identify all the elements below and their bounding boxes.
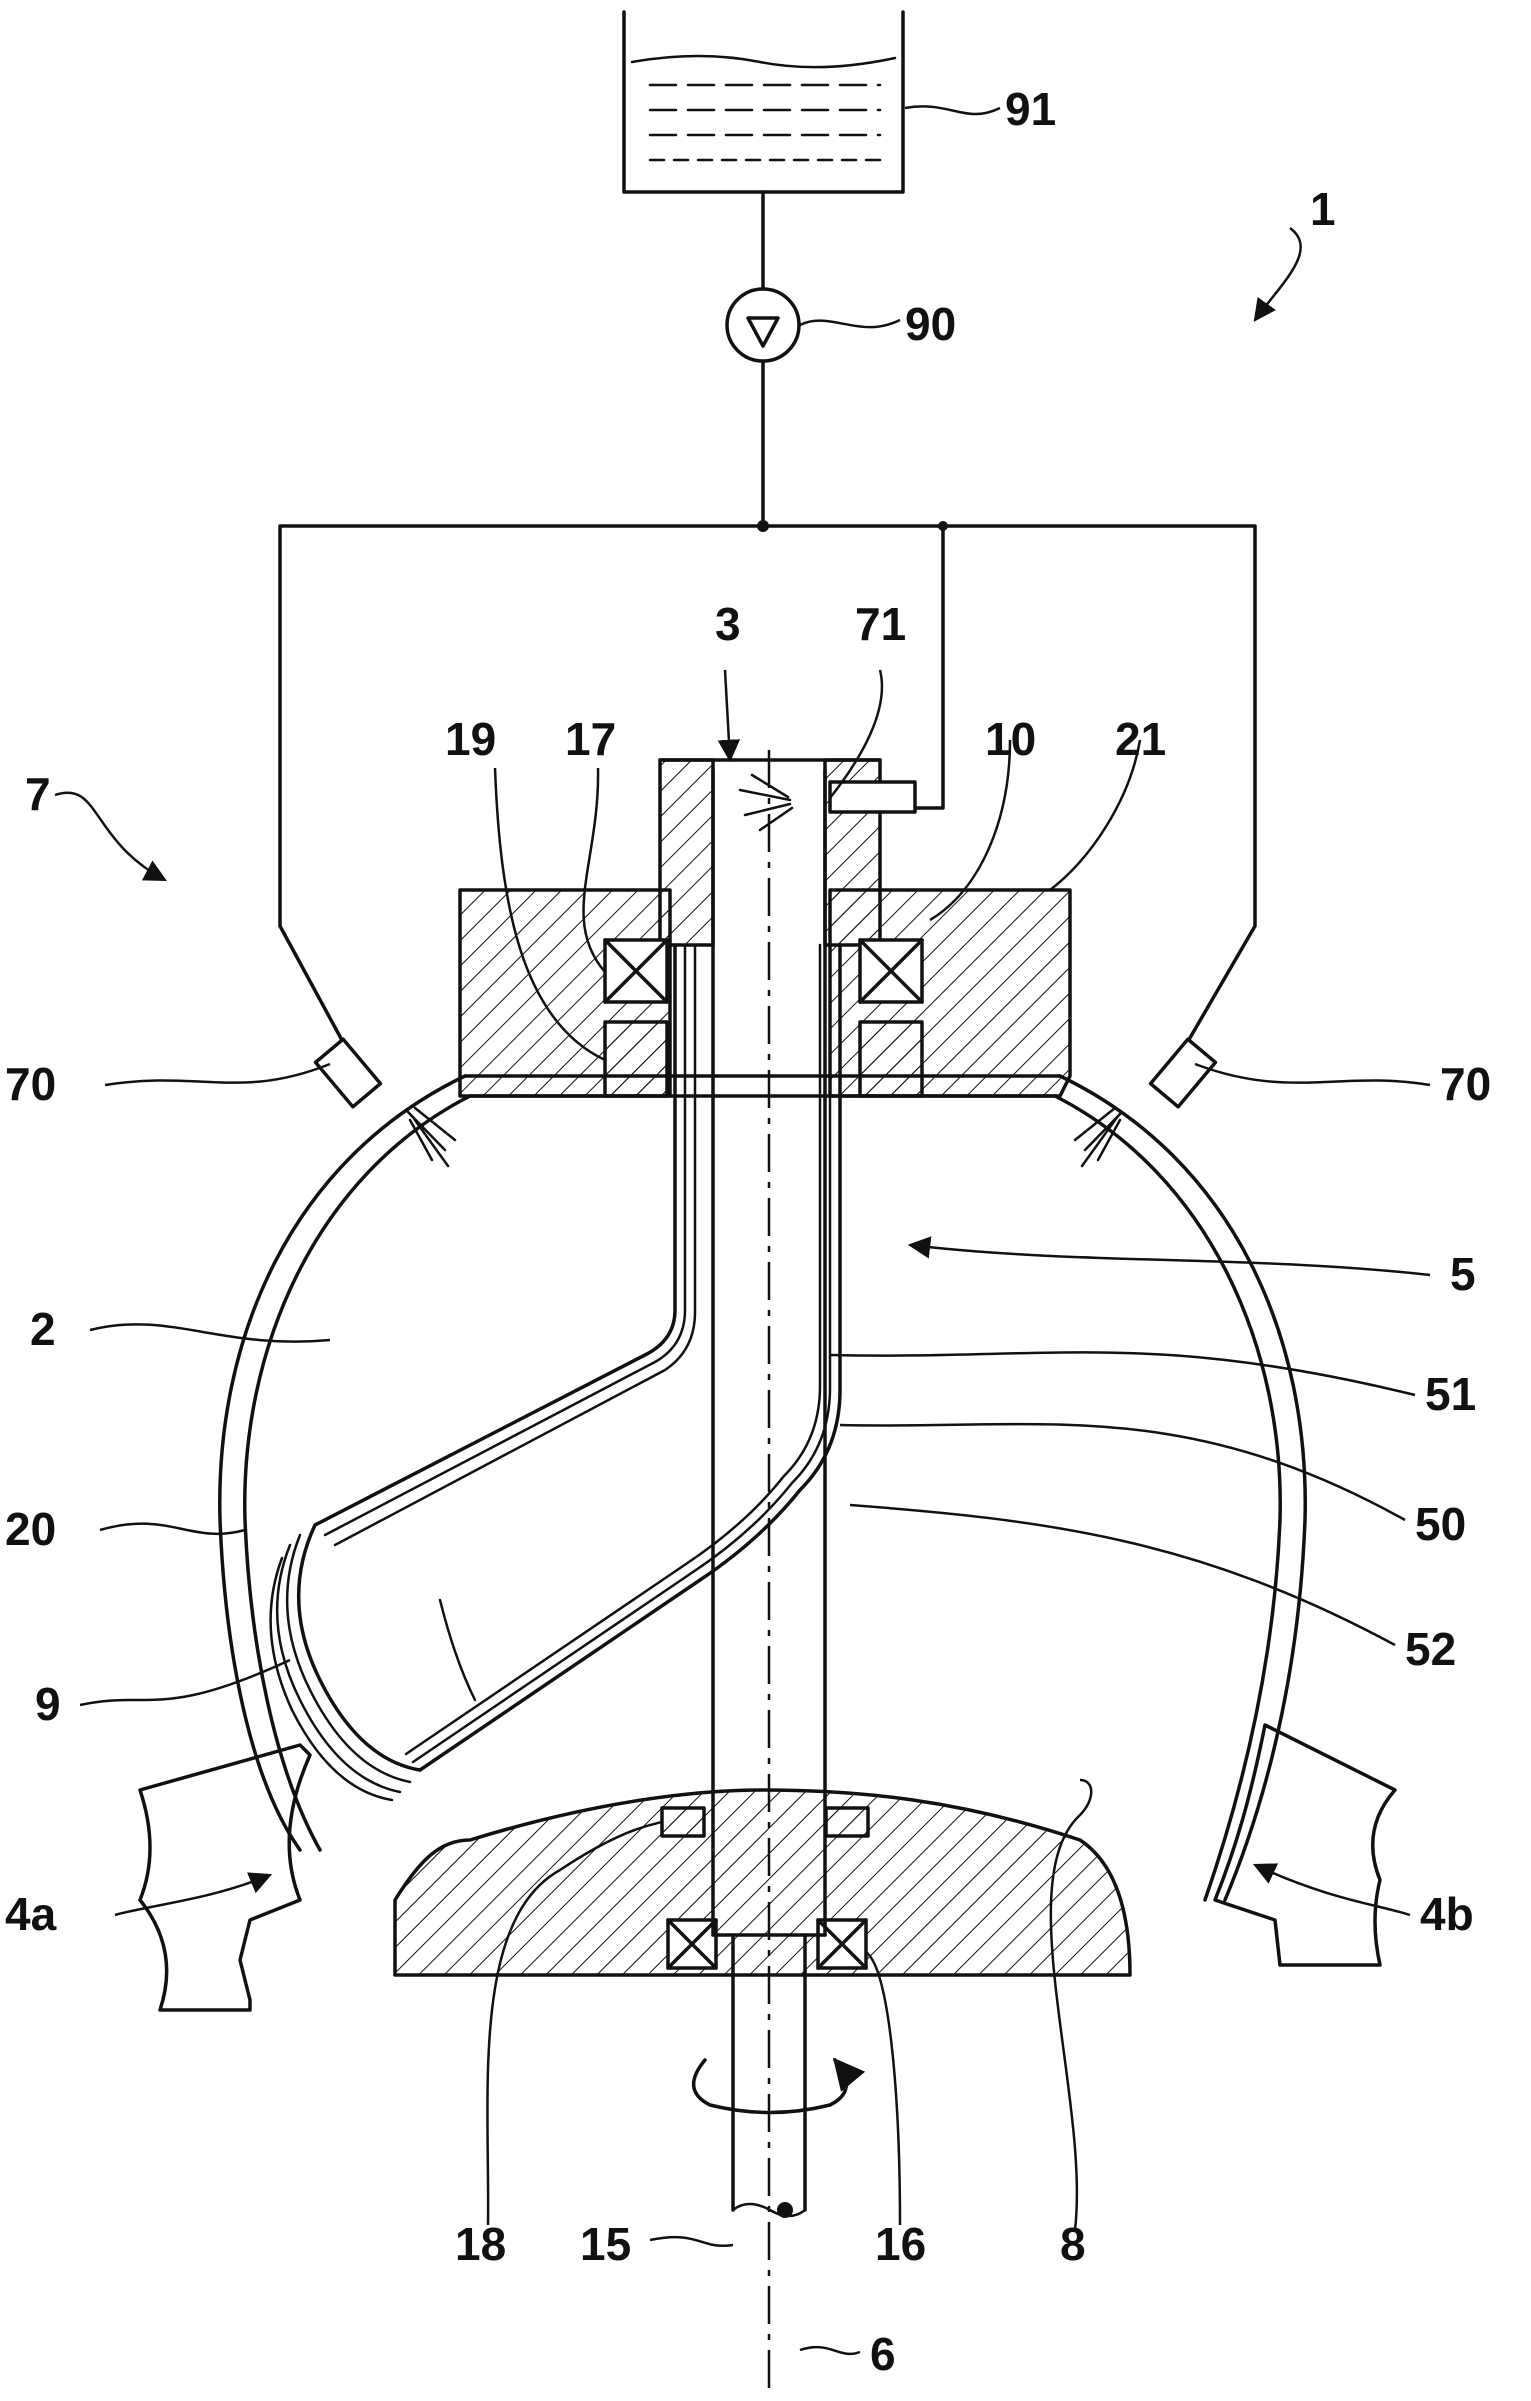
label-10: 10 (985, 713, 1036, 765)
spray-nozzle-right (1073, 1037, 1218, 1168)
label-4a: 4a (5, 1888, 57, 1940)
label-70-right: 70 (1440, 1058, 1491, 1110)
label-91: 91 (1005, 83, 1056, 135)
label-16: 16 (875, 2218, 926, 2270)
label-70-left: 70 (5, 1058, 56, 1110)
label-15: 15 (580, 2218, 631, 2270)
distributor-pipe (269, 943, 842, 1802)
pump (725, 287, 801, 363)
supply-line (278, 190, 1257, 1057)
label-1: 1 (1310, 183, 1336, 235)
shaft (692, 768, 866, 2218)
label-90: 90 (905, 298, 956, 350)
label-3: 3 (715, 598, 741, 650)
label-17: 17 (565, 713, 616, 765)
label-6: 6 (870, 2328, 896, 2380)
label-8: 8 (1060, 2218, 1086, 2270)
collector-4b (1213, 1723, 1397, 1967)
leader-lines (54, 105, 1431, 2356)
fluid-tank (622, 10, 905, 194)
label-50: 50 (1415, 1498, 1466, 1550)
collector-4a (138, 1743, 312, 2012)
label-9: 9 (35, 1678, 61, 1730)
label-19: 19 (445, 713, 496, 765)
label-2: 2 (30, 1303, 56, 1355)
label-18: 18 (455, 2218, 506, 2270)
label-4b: 4b (1420, 1888, 1474, 1940)
label-71: 71 (855, 598, 906, 650)
label-5: 5 (1450, 1248, 1476, 1300)
label-7: 7 (25, 768, 51, 820)
spray-nozzle-left (313, 1037, 457, 1168)
label-52: 52 (1405, 1623, 1456, 1675)
nozzle-71 (738, 773, 917, 832)
lower-bearing-block (393, 1788, 1132, 1977)
label-21: 21 (1115, 713, 1166, 765)
housing (218, 1074, 1307, 1902)
reference-labels: 91 1 90 3 71 19 17 10 21 7 70 70 5 2 51 … (5, 83, 1491, 2380)
label-51: 51 (1425, 1368, 1476, 1420)
label-20: 20 (5, 1503, 56, 1555)
